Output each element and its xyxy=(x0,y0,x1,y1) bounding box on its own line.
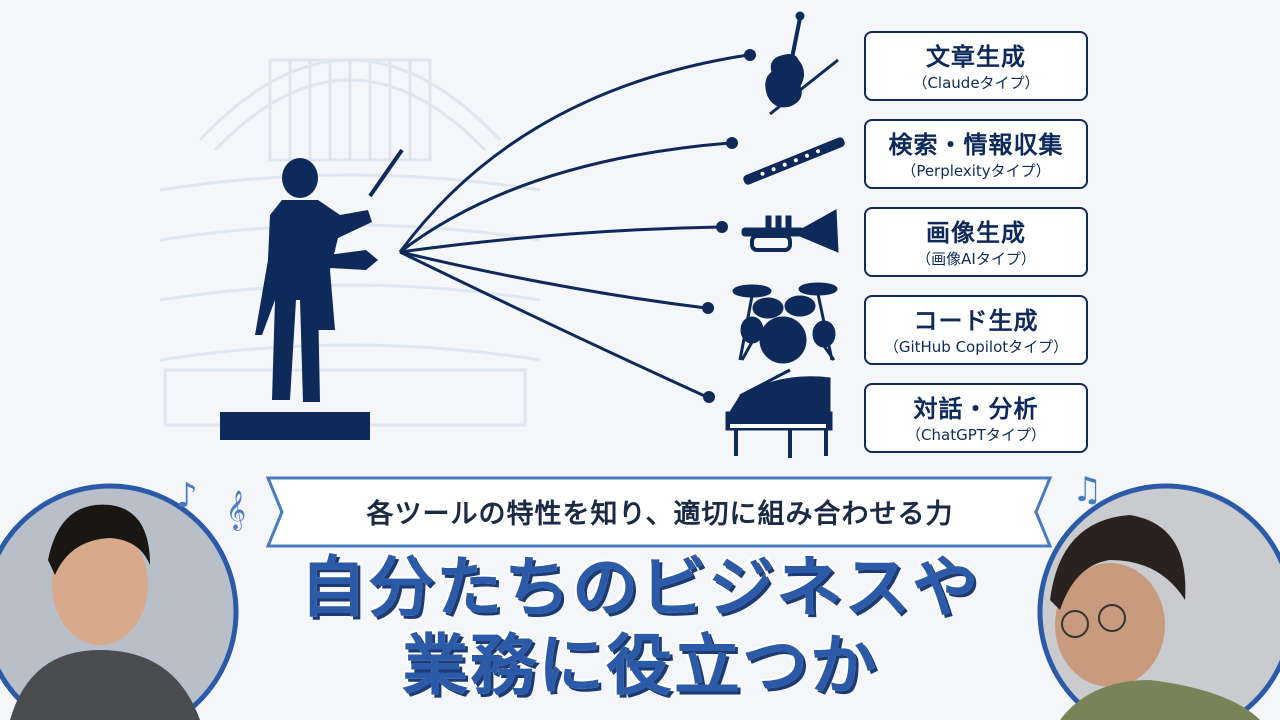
caption-line-1: 自分たちのビジネスや xyxy=(299,548,980,628)
tool-title: 文章生成 xyxy=(926,43,1026,71)
ribbon-banner xyxy=(265,476,1053,548)
music-note-icon: ♪ xyxy=(176,476,198,516)
tool-subtitle: （画像AIタイプ） xyxy=(916,250,1036,268)
treble-clef-icon: 𝄞 xyxy=(226,490,247,530)
conductor-icon xyxy=(220,148,404,440)
connection-dots xyxy=(702,49,756,403)
piano-icon xyxy=(725,368,833,458)
violin-icon xyxy=(765,11,839,116)
trumpet-icon xyxy=(741,209,839,253)
speaker-right-avatar xyxy=(1037,483,1280,720)
tool-subtitle: （Perplexityタイプ） xyxy=(901,162,1051,180)
tool-box-search: 検索・情報収集 （Perplexityタイプ） xyxy=(864,119,1088,189)
tool-box-image: 画像生成 （画像AIタイプ） xyxy=(864,207,1088,277)
caption-line-2: 業務に役立つか xyxy=(401,626,878,706)
tool-box-dialogue: 対話・分析 （ChatGPTタイプ） xyxy=(864,383,1088,453)
speaker-left-avatar xyxy=(0,483,239,720)
tool-box-code: コード生成 （GitHub Copilotタイプ） xyxy=(864,295,1088,365)
tool-subtitle: （GitHub Copilotタイプ） xyxy=(883,338,1069,356)
tool-box-writing: 文章生成 （Claudeタイプ） xyxy=(864,31,1088,101)
music-notes-icon: ♫ xyxy=(1072,470,1103,510)
ribbon-text: 各ツールの特性を知り、適切に組み合わせる力 xyxy=(366,499,954,530)
tool-subtitle: （ChatGPTタイプ） xyxy=(906,426,1046,444)
concert-hall-backdrop xyxy=(159,58,541,427)
tool-title: 対話・分析 xyxy=(913,395,1039,423)
tool-subtitle: （Claudeタイプ） xyxy=(912,74,1040,92)
tool-title: コード生成 xyxy=(913,307,1039,335)
drums-icon xyxy=(732,282,838,364)
connection-lines xyxy=(398,53,749,399)
flute-icon xyxy=(743,137,845,185)
tool-title: 画像生成 xyxy=(926,219,1026,247)
tool-title: 検索・情報収集 xyxy=(888,131,1064,159)
